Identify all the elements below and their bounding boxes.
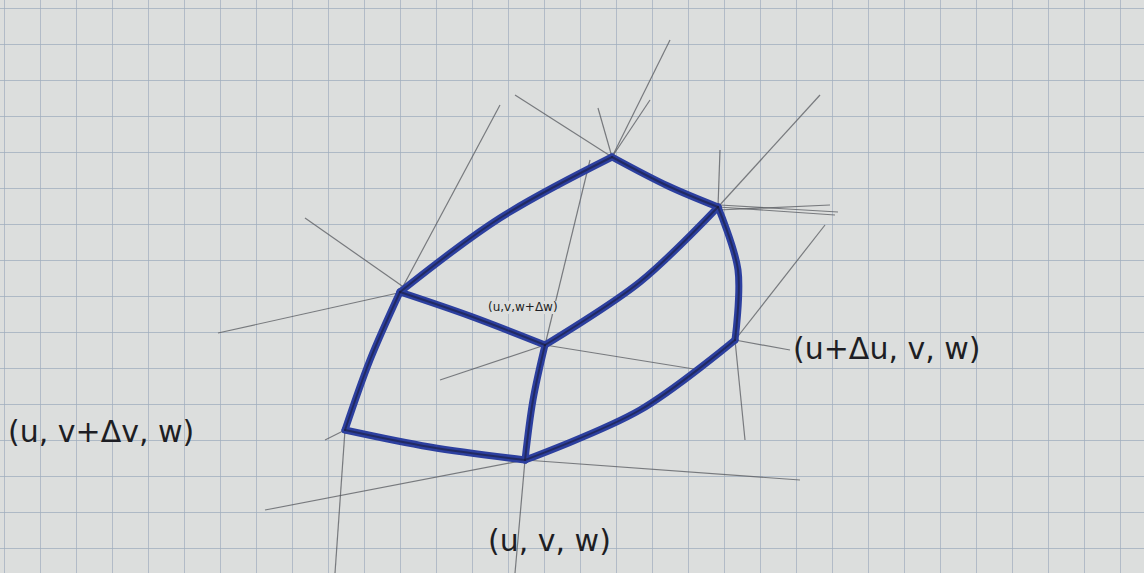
pencil-line bbox=[735, 340, 745, 440]
element-edge-ink bbox=[345, 292, 400, 430]
pencil-line bbox=[335, 430, 345, 573]
element-edge bbox=[400, 292, 545, 345]
pencil-line bbox=[515, 95, 612, 157]
element-edge bbox=[525, 340, 735, 460]
pencil-line bbox=[718, 150, 720, 207]
pencil-line bbox=[525, 460, 800, 480]
small-point-label: (u,v,w+Δw) bbox=[486, 301, 560, 314]
element-edge bbox=[345, 430, 525, 460]
pencil-line bbox=[305, 218, 405, 288]
point-label: (u, v, w) bbox=[488, 524, 611, 557]
pencil-line bbox=[718, 95, 820, 207]
pencil-line bbox=[720, 205, 838, 212]
pencil-line bbox=[735, 225, 825, 340]
element-edge bbox=[545, 207, 718, 345]
pencil-line bbox=[612, 100, 650, 157]
element-edge bbox=[400, 157, 612, 292]
pencil-line bbox=[735, 340, 790, 350]
pencil-line bbox=[265, 460, 525, 510]
element-edge bbox=[718, 207, 739, 340]
element-edge-ink bbox=[345, 430, 525, 460]
pencil-line bbox=[598, 108, 612, 157]
element-edge-ink bbox=[400, 292, 545, 345]
pencil-line bbox=[545, 345, 700, 370]
point-label: (u+Δu, v, w) bbox=[793, 332, 981, 365]
element-edge bbox=[525, 345, 545, 460]
pencil-line bbox=[612, 40, 670, 157]
element-edge bbox=[345, 292, 400, 430]
element-edge-ink bbox=[612, 157, 718, 207]
point-label: (u, v+Δv, w) bbox=[8, 415, 194, 448]
pencil-line bbox=[440, 345, 545, 380]
element-edge-ink bbox=[545, 207, 718, 345]
pencil-line bbox=[400, 105, 500, 292]
element-edge-ink bbox=[525, 340, 735, 460]
element-edge-ink bbox=[525, 345, 545, 460]
element-edge-ink bbox=[400, 157, 612, 292]
pencil-line bbox=[218, 293, 398, 333]
element-edge bbox=[612, 157, 718, 207]
element-edge-ink bbox=[718, 207, 739, 340]
